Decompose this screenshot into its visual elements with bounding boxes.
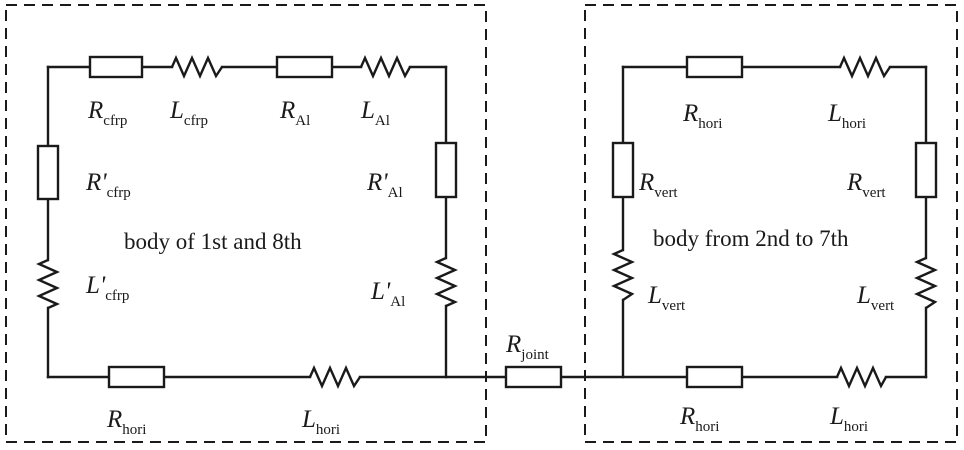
inductor-l-prime-al: [434, 256, 458, 308]
label-r-joint: Rjoint: [505, 331, 550, 363]
inductor-l-vert-right: [914, 256, 938, 309]
right-group-caption: body from 2nd to 7th: [653, 226, 849, 251]
resistor-r-prime-cfrp: [36, 144, 60, 201]
left-group-caption: body of 1st and 8th: [124, 229, 302, 254]
label-r-prime-al: R'Al: [366, 169, 403, 201]
resistor-r-vert-left: [611, 141, 635, 199]
left-loop-wires: [46, 65, 508, 379]
label-r-hori-bottom: Rhori: [679, 403, 719, 435]
resistor-r-vert-right: [914, 141, 938, 199]
label-r-prime-cfrp: R'cfrp: [85, 169, 131, 201]
label-l-vert-left: Lvert: [647, 282, 686, 314]
right-loop-wires: [559, 65, 928, 379]
inductor-l-al: [359, 55, 412, 79]
label-l-hori-top: RLhori: [827, 100, 866, 132]
inductor-l-hori-bottom: [835, 365, 888, 389]
inductor-l-cfrp: [170, 55, 223, 79]
label-r-al: RAl: [279, 97, 310, 129]
resistor-r-hori-top: [685, 55, 744, 79]
label-l-hori-left: Lhori: [301, 406, 340, 438]
resistor-r-joint: [504, 365, 563, 389]
label-r-hori-left: Rhori: [106, 406, 146, 438]
label-r-vert-left: Rvert: [638, 169, 678, 201]
resistor-r-al: [275, 55, 334, 79]
inductor-l-prime-cfrp: [36, 258, 60, 310]
resistor-r-cfrp: [88, 55, 144, 79]
inductor-l-hori-left: [308, 365, 361, 389]
inductor-l-vert-left: [611, 248, 635, 301]
label-l-prime-al: L'Al: [370, 278, 405, 310]
label-l-al: LAl: [360, 97, 390, 129]
label-r-cfrp: Rcfrp: [87, 97, 127, 129]
label-r-hori-top: Rhori: [682, 100, 722, 132]
label-l-cfrp: Lcfrp: [169, 97, 208, 129]
resistor-r-hori-left: [107, 365, 166, 389]
resistor-r-hori-bottom: [685, 365, 744, 389]
label-r-vert-right: Rvert: [846, 169, 886, 201]
inductor-l-hori-top: [838, 55, 891, 79]
label-l-vert-right: Lvert: [856, 282, 895, 314]
label-l-prime-cfrp: L'cfrp: [85, 272, 129, 304]
label-l-hori-bottom: Lhori: [829, 403, 868, 435]
right-group-box: [584, 4, 958, 443]
resistor-r-prime-al: [434, 141, 458, 199]
left-group-box: [5, 4, 487, 443]
